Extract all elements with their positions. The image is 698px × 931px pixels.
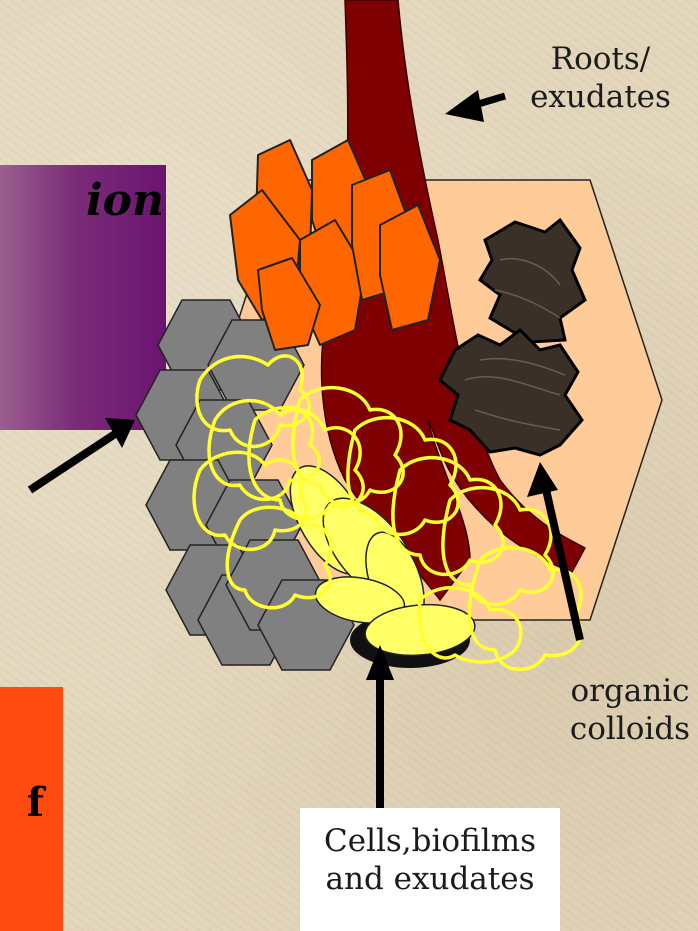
roots-label-line2: exudates — [503, 78, 698, 116]
cells-label-line2: and exudates — [300, 860, 560, 898]
organic-colloids-label: organic colloids — [560, 672, 698, 748]
roots-arrow — [445, 90, 505, 122]
clay-arrow — [30, 418, 135, 490]
cells-arrow — [366, 645, 394, 808]
roots-exudates-label: Roots/ exudates — [503, 40, 698, 116]
cells-biofilms-label: Cells,biofilms and exudates — [300, 822, 560, 898]
organic-label-line1: organic — [560, 672, 698, 710]
roots-label-line1: Roots/ — [503, 40, 698, 78]
organic-label-line2: colloids — [560, 710, 698, 748]
cells-label-line1: Cells,biofilms — [300, 822, 560, 860]
